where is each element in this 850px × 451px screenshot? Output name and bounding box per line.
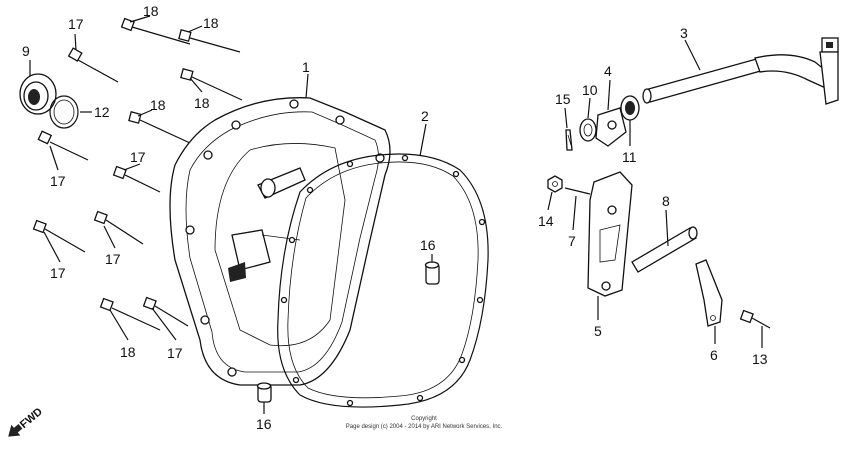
callout-17: 17	[167, 345, 183, 361]
copyright-notice: Page design (c) 2004 - 2014 by ARI Netwo…	[346, 424, 503, 430]
forward-direction-arrow: FWD	[8, 406, 45, 437]
bolt-18-top-right	[178, 29, 241, 53]
callout-18: 18	[194, 95, 210, 111]
callout-9: 9	[22, 43, 30, 59]
bolt-17-second	[37, 130, 89, 161]
callout-5: 5	[594, 323, 602, 339]
callout-17: 17	[50, 173, 66, 189]
callout-6: 6	[710, 347, 718, 363]
spring-pin-15	[565, 129, 573, 151]
bolt-17-bottom	[142, 296, 189, 327]
gasket-2	[277, 153, 489, 408]
nut-14	[547, 175, 563, 193]
dowel-pin-16-right	[424, 261, 440, 285]
pin-8	[631, 226, 698, 273]
callout-8: 8	[662, 193, 670, 209]
callout-1: 1	[302, 59, 310, 75]
copyright-title: Copyright	[411, 416, 437, 422]
callout-15: 15	[555, 91, 571, 107]
callout-13: 13	[752, 351, 768, 367]
callout-3: 3	[680, 25, 688, 41]
o-ring-12	[49, 95, 79, 129]
callout-17: 17	[130, 149, 146, 165]
callout-11: 11	[622, 149, 637, 165]
clutch-lever-shaft-3	[642, 37, 839, 105]
bolt-18-left	[128, 111, 191, 144]
lifter-lever-5	[587, 171, 633, 297]
callout-10: 10	[582, 82, 598, 98]
callout-18: 18	[203, 15, 219, 31]
bolt-17-top	[67, 47, 119, 83]
callout-4: 4	[604, 63, 612, 79]
fwd-label: FWD	[18, 406, 45, 431]
callout-17: 17	[105, 251, 121, 267]
callout-7: 7	[568, 233, 576, 249]
bolt-17-third	[112, 165, 161, 193]
callout-16: 16	[420, 237, 436, 253]
callout-17: 17	[50, 265, 66, 281]
callout-18: 18	[120, 344, 136, 360]
leader-lines	[29, 15, 763, 414]
callout-14: 14	[538, 213, 554, 229]
oil-seal-11	[620, 95, 640, 121]
callout-12: 12	[94, 104, 110, 120]
bolt-13	[739, 309, 771, 329]
callout-2: 2	[421, 108, 429, 124]
cam-4	[595, 107, 627, 147]
bolt-7	[564, 187, 591, 195]
bolt-18-bottom	[99, 297, 161, 331]
washer-10	[579, 118, 597, 142]
dowel-pin-16-bottom	[256, 382, 272, 403]
bolt-17-fifth	[32, 219, 86, 253]
clutch-cover-1	[169, 97, 391, 386]
plate-6	[695, 259, 723, 327]
oil-seal-9	[19, 73, 57, 115]
callout-18: 18	[150, 97, 166, 113]
bolt-17-fourth	[93, 210, 144, 245]
bolt-18-mid	[180, 68, 243, 101]
callout-16: 16	[256, 416, 272, 432]
callout-18: 18	[143, 3, 159, 19]
callout-17: 17	[68, 16, 84, 32]
bolt-18-top-left	[120, 17, 191, 45]
